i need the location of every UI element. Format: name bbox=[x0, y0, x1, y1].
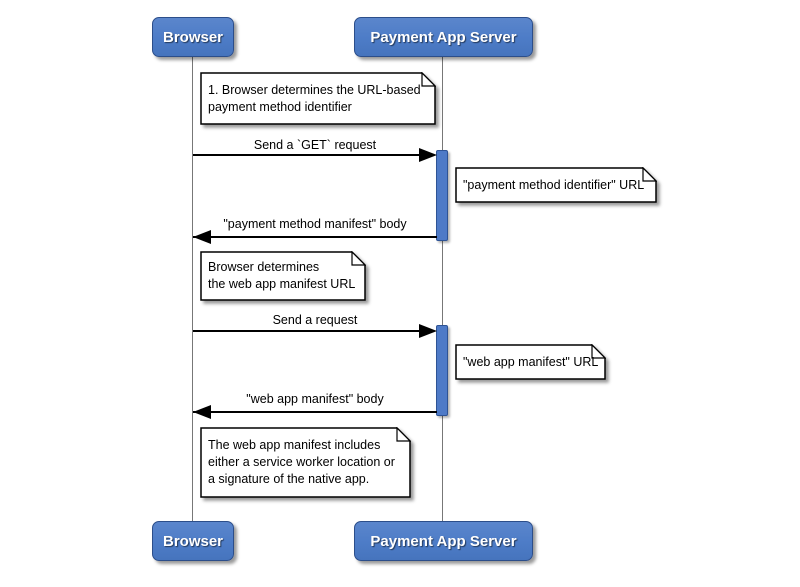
activation-bar-1 bbox=[436, 150, 448, 241]
message-line-4 bbox=[193, 411, 437, 413]
note-text: The web app manifest includes either a s… bbox=[208, 438, 395, 486]
note-text: "payment method identifier" URL bbox=[463, 177, 645, 192]
note-shape bbox=[455, 167, 657, 203]
note-web-app-manifest-url: "web app manifest" URL bbox=[455, 344, 606, 380]
message-label-send-request: Send a request bbox=[272, 313, 358, 327]
note-payment-method-identifier-step: 1. Browser determines the URL-based paym… bbox=[200, 72, 436, 125]
note-outline bbox=[200, 251, 366, 301]
lifeline-payment-app-server bbox=[442, 57, 443, 521]
arrowhead-right-icon bbox=[419, 148, 437, 162]
note-web-app-manifest-url-step: Browser determines the web app manifest … bbox=[200, 251, 366, 301]
note-outline bbox=[455, 344, 606, 380]
arrowhead-left-icon bbox=[193, 230, 211, 244]
participant-label: Payment App Server bbox=[370, 28, 517, 46]
note-shape bbox=[200, 251, 366, 301]
participant-label: Browser bbox=[162, 532, 224, 550]
note-text: 1. Browser determines the URL-based paym… bbox=[208, 82, 421, 114]
note-payment-method-identifier-url: "payment method identifier" URL bbox=[455, 167, 657, 203]
note-text: "web app manifest" URL bbox=[463, 354, 599, 369]
participant-browser-top: Browser bbox=[152, 17, 234, 57]
message-label-payment-method-manifest-body: "payment method manifest" body bbox=[223, 217, 407, 231]
message-line-1 bbox=[193, 154, 423, 156]
note-shape bbox=[200, 427, 411, 498]
arrowhead-left-icon bbox=[193, 405, 211, 419]
note-fold-icon bbox=[396, 427, 411, 442]
participant-browser-bottom: Browser bbox=[152, 521, 234, 561]
note-outline bbox=[455, 167, 657, 203]
participant-payment-app-server-top: Payment App Server bbox=[354, 17, 533, 57]
note-fold-icon bbox=[351, 251, 366, 266]
note-fold-icon bbox=[591, 344, 606, 359]
note-web-app-manifest-contents: The web app manifest includes either a s… bbox=[200, 427, 411, 498]
note-shape bbox=[200, 72, 436, 125]
note-fold-icon bbox=[642, 167, 657, 182]
message-line-2 bbox=[193, 236, 437, 238]
message-label-get-request: Send a `GET` request bbox=[253, 138, 377, 152]
participant-label: Payment App Server bbox=[370, 532, 517, 550]
activation-bar-2 bbox=[436, 325, 448, 416]
participant-label: Browser bbox=[162, 28, 224, 46]
message-label-web-app-manifest-body: "web app manifest" body bbox=[246, 392, 384, 406]
message-line-3 bbox=[193, 330, 423, 332]
note-outline bbox=[200, 72, 436, 125]
note-text: Browser determines the web app manifest … bbox=[208, 260, 356, 291]
participant-payment-app-server-bottom: Payment App Server bbox=[354, 521, 533, 561]
note-shape bbox=[455, 344, 606, 380]
lifeline-browser bbox=[192, 57, 193, 521]
arrowhead-right-icon bbox=[419, 324, 437, 338]
note-fold-icon bbox=[421, 72, 436, 87]
note-outline bbox=[200, 427, 411, 498]
